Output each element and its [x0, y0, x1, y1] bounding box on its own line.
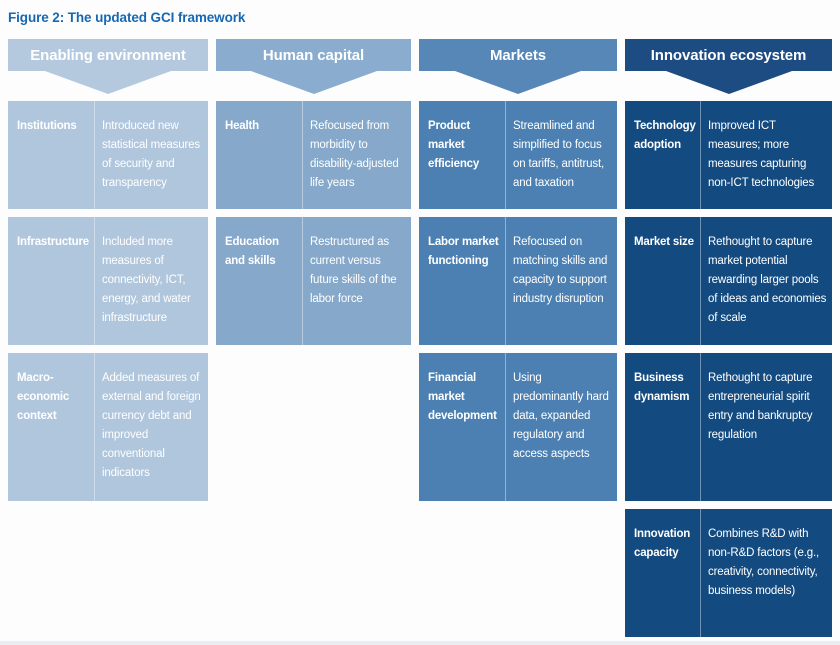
cell-description: Added measures of external and foreign c…	[94, 353, 208, 501]
column-header-label: Markets	[490, 46, 546, 64]
cell-label: Innovation capacity	[634, 528, 691, 559]
cell-description: Improved ICT measures; more measures cap…	[700, 101, 832, 209]
cell-label: Market size	[634, 236, 694, 248]
framework-cell: Innovation capacity Combines R&D with non…	[625, 509, 832, 637]
cell-description: Streamlined and simplified to focus on t…	[505, 101, 617, 209]
cell-description: Introduced new statistical measures of s…	[94, 101, 208, 209]
cell-description: Refocused on matching skills and capacit…	[505, 217, 617, 345]
cell-label: Business dynamism	[634, 372, 690, 403]
cell-description: Restructured as current versus future sk…	[302, 217, 411, 345]
framework-cell: Infrastructure Included more measures of …	[8, 217, 208, 345]
cell-label: Education and skills	[225, 236, 279, 267]
down-arrow-icon	[45, 71, 171, 94]
column-body: Institutions Introduced new statistical m…	[8, 101, 208, 501]
column-header-markets: Markets	[419, 39, 617, 71]
column-header-human-capital: Human capital	[216, 39, 411, 71]
framework-cell: Education and skills Restructured as curr…	[216, 217, 411, 345]
framework-cell: Macro-economic context Added measures of …	[8, 353, 208, 501]
column-header-label: Enabling environment	[30, 46, 186, 64]
cell-description: Combines R&D with non-R&D factors (e.g.,…	[700, 509, 832, 637]
cell-label: Product market efficiency	[428, 120, 480, 170]
cell-label: Financial market development	[428, 372, 497, 422]
framework-cell: Product market efficiency Streamlined and…	[419, 101, 617, 209]
down-arrow-icon	[455, 71, 581, 94]
column-header-enabling-environment: Enabling environment	[8, 39, 208, 71]
column-header-innovation-ecosystem: Innovation ecosystem	[625, 39, 832, 71]
framework-cell: Business dynamism Rethought to capture en…	[625, 353, 832, 501]
cell-label: Institutions	[17, 120, 77, 132]
framework-cell: Health Refocused from morbidity to disabi…	[216, 101, 411, 209]
cell-description: Rethought to capture market potential re…	[700, 217, 832, 345]
down-arrow-icon	[665, 71, 792, 94]
down-arrow-icon	[250, 71, 377, 94]
column-header-label: Innovation ecosystem	[650, 46, 807, 64]
cell-description: Included more measures of connectivity, …	[94, 217, 208, 345]
figure-title: Figure 2: The updated GCI framework	[8, 10, 246, 25]
column-header-label: Human capital	[262, 46, 365, 64]
column-body: Health Refocused from morbidity to disabi…	[216, 101, 411, 345]
framework-cell: Institutions Introduced new statistical m…	[8, 101, 208, 209]
framework-cell: Market size Rethought to capture market p…	[625, 217, 832, 345]
cell-description: Rethought to capture entrepreneurial spi…	[700, 353, 832, 501]
cell-label: Labor market functioning	[428, 236, 499, 267]
column-body: Product market efficiency Streamlined and…	[419, 101, 617, 501]
cell-label: Technology adoption	[634, 120, 696, 151]
bottom-divider	[0, 641, 840, 645]
cell-label: Infrastructure	[17, 236, 89, 248]
cell-label: Macro-economic context	[17, 372, 70, 422]
cell-description: Using predominantly hard data, expanded …	[505, 353, 617, 501]
cell-label: Health	[225, 120, 259, 132]
cell-description: Refocused from morbidity to disability-a…	[302, 101, 411, 209]
